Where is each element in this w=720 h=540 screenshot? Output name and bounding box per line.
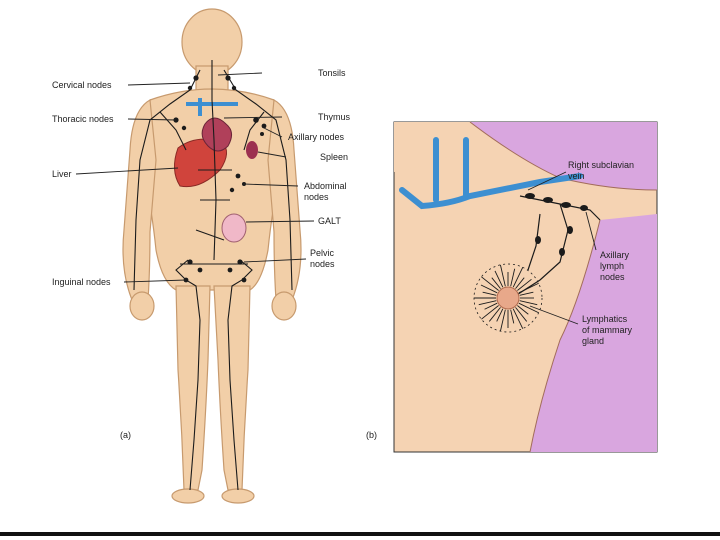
label-tonsils: Tonsils <box>318 68 346 78</box>
panel-b-detail: Right subclavian vein Axillary lymph nod… <box>366 122 657 452</box>
spleen-organ <box>246 141 258 159</box>
label-thoracic-nodes: Thoracic nodes <box>52 114 114 124</box>
label-axillary-lymph-3: nodes <box>600 272 625 282</box>
nipple <box>497 287 519 309</box>
label-mammary-1: Lymphatics <box>582 314 628 324</box>
label-pelvic-2: nodes <box>310 259 335 269</box>
label-inguinal-nodes: Inguinal nodes <box>52 277 111 287</box>
label-spleen: Spleen <box>320 152 348 162</box>
label-axillary-lymph-2: lymph <box>600 261 624 271</box>
label-abdominal-2: nodes <box>304 192 329 202</box>
label-liver: Liver <box>52 169 72 179</box>
label-subclavian-1: Right subclavian <box>568 160 634 170</box>
label-thymus: Thymus <box>318 112 351 122</box>
caption-b: (b) <box>366 430 377 440</box>
label-axillary-nodes: Axillary nodes <box>288 132 345 142</box>
label-subclavian-2: vein <box>568 171 585 181</box>
slide-bottom-bar <box>0 532 720 536</box>
label-pelvic-1: Pelvic <box>310 248 335 258</box>
panel-a-body: Cervical nodes Thoracic nodes Liver Ingu… <box>52 9 351 503</box>
label-abdominal-1: Abdominal <box>304 181 347 191</box>
label-mammary-2: of mammary <box>582 325 633 335</box>
label-cervical-nodes: Cervical nodes <box>52 80 112 90</box>
label-axillary-lymph-1: Axillary <box>600 250 630 260</box>
caption-a: (a) <box>120 430 131 440</box>
label-galt: GALT <box>318 216 341 226</box>
label-mammary-3: gland <box>582 336 604 346</box>
galt-organ <box>222 214 246 242</box>
